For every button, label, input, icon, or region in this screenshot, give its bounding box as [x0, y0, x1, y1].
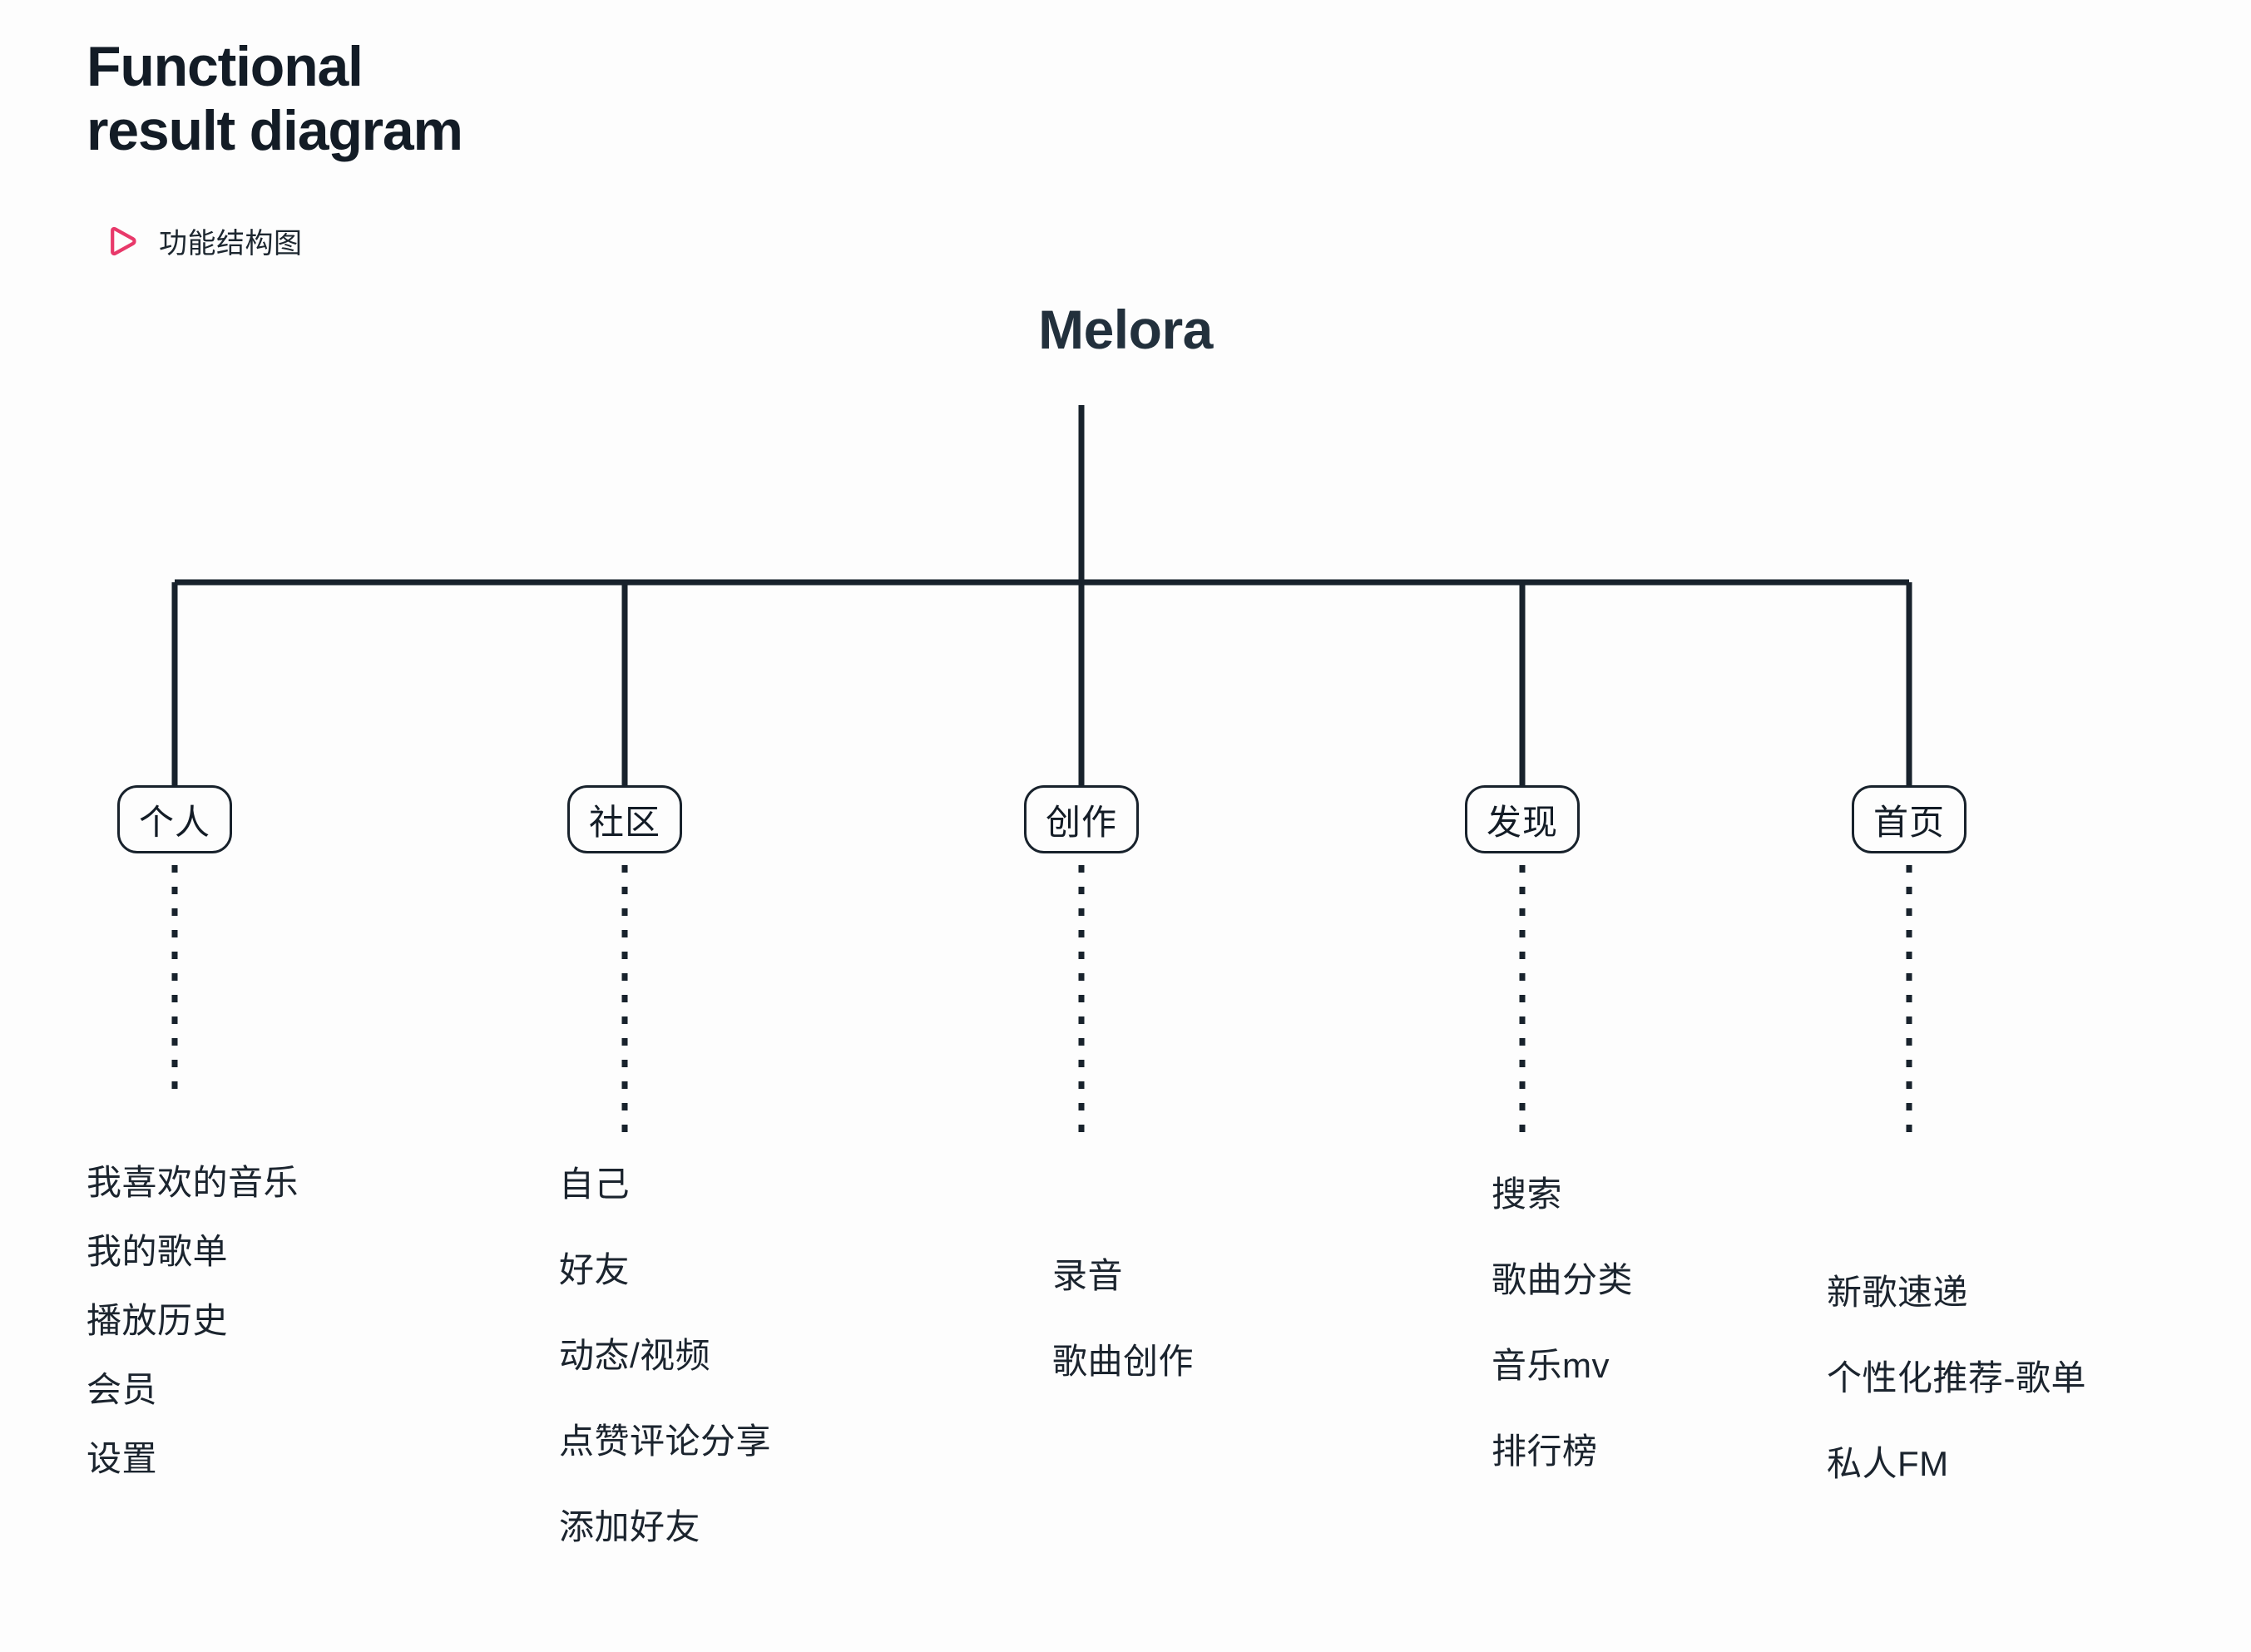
leaf-list-4: 新歌速递个性化推荐-歌单私人FM	[1827, 1264, 2086, 1486]
branch-node-label: 首页	[1873, 802, 1945, 842]
leaf-item[interactable]: 个性化推荐-歌单	[1827, 1358, 2086, 1397]
leaf-item[interactable]: 录音	[1052, 1256, 1124, 1295]
leaf-item[interactable]: 点赞评论分享	[559, 1422, 772, 1461]
leaf-item[interactable]: 播放历史	[87, 1301, 229, 1340]
leaf-list-2: 录音歌曲创作	[1052, 1248, 1194, 1384]
leaf-list-1: 自己好友动态/视频点赞评论分享添加好友	[559, 1156, 771, 1550]
leaf-item[interactable]: 好友	[559, 1250, 631, 1289]
leaf-item[interactable]: 我喜欢的音乐	[87, 1163, 299, 1202]
branch-node-label: 社区	[588, 802, 660, 842]
leaf-item[interactable]: 排行榜	[1492, 1432, 1598, 1471]
leaf-item[interactable]: 会员	[87, 1370, 158, 1409]
branch-node-label: 发现	[1486, 802, 1558, 842]
leaf-item[interactable]: 设置	[87, 1439, 158, 1478]
leaf-item[interactable]: 添加好友	[559, 1507, 701, 1546]
root-node-label: Melora	[1038, 299, 1213, 360]
leaf-item[interactable]: 歌曲创作	[1052, 1342, 1195, 1381]
leaf-item[interactable]: 动态/视频	[559, 1336, 711, 1375]
leaf-item[interactable]: 搜索	[1492, 1175, 1563, 1214]
leaf-item[interactable]: 歌曲分类	[1492, 1260, 1634, 1299]
leaf-item[interactable]: 私人FM	[1827, 1444, 1949, 1483]
branch-node-4[interactable]: 首页	[1852, 785, 1967, 853]
leaf-item[interactable]: 自己	[559, 1165, 631, 1204]
branch-node-1[interactable]: 社区	[567, 785, 682, 853]
leaf-list-3: 搜索歌曲分类音乐mv 排行榜	[1492, 1166, 1633, 1474]
branch-node-0[interactable]: 个人	[117, 785, 232, 853]
page-title: Functional result diagram	[87, 35, 463, 162]
leaf-item[interactable]: 音乐mv	[1492, 1346, 1610, 1385]
leaf-list-0: 我喜欢的音乐我的歌单播放历史会员设置	[87, 1155, 299, 1481]
branch-node-2[interactable]: 创作	[1024, 785, 1139, 853]
branch-node-label: 创作	[1045, 802, 1117, 842]
play-triangle-icon	[106, 224, 141, 259]
subtitle-group: 功能结构图	[106, 220, 303, 261]
branch-node-label: 个人	[138, 802, 210, 842]
leaf-item[interactable]: 我的歌单	[87, 1232, 229, 1271]
subtitle-text: 功能结构图	[159, 228, 303, 260]
branch-node-3[interactable]: 发现	[1465, 785, 1580, 853]
leaf-item[interactable]: 新歌速递	[1827, 1273, 1969, 1312]
